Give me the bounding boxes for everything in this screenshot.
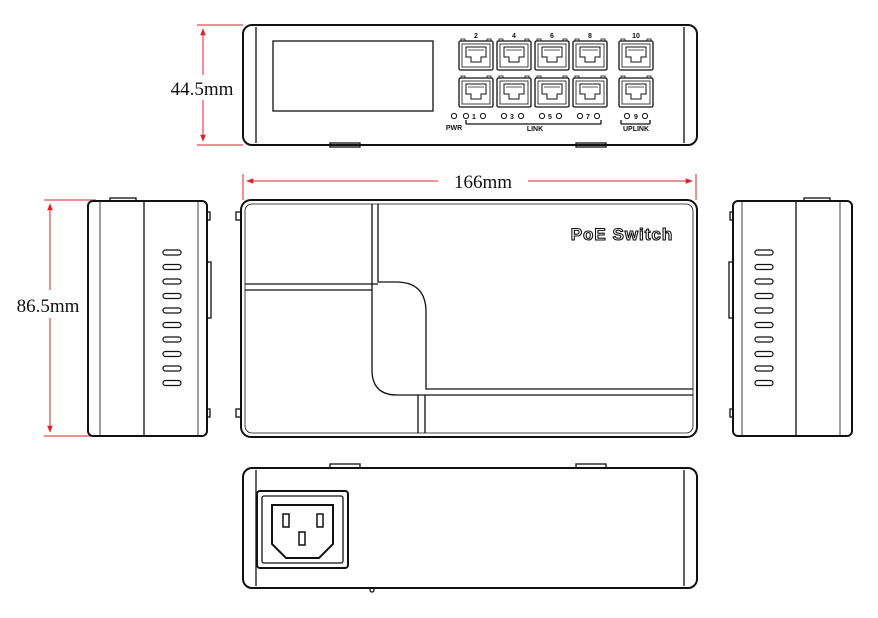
vent-slot bbox=[162, 379, 182, 387]
link-led-6 bbox=[555, 112, 563, 120]
rj45-port-6 bbox=[534, 38, 570, 71]
back-view bbox=[242, 463, 698, 593]
led-group bbox=[450, 112, 649, 120]
vent-slots-left bbox=[162, 249, 182, 387]
front-window bbox=[272, 40, 434, 112]
uplink-led-a bbox=[623, 112, 631, 120]
power-pin-left bbox=[282, 513, 290, 528]
length-dimension-label: 166mm bbox=[454, 172, 512, 193]
back-housing bbox=[242, 467, 698, 589]
vent-slot bbox=[754, 350, 774, 358]
vent-slot bbox=[162, 350, 182, 358]
vent-slot bbox=[754, 321, 774, 329]
right-side-clip bbox=[728, 261, 734, 319]
top-groove-inner bbox=[377, 204, 693, 390]
front-foot-left bbox=[329, 142, 361, 148]
vent-slot bbox=[754, 365, 774, 372]
pwr-led bbox=[450, 112, 458, 120]
vent-slot bbox=[754, 263, 774, 271]
vent-slot bbox=[162, 263, 182, 271]
top-view bbox=[235, 199, 698, 438]
front-view bbox=[242, 24, 698, 148]
vent-slot bbox=[754, 307, 774, 314]
link-led-1 bbox=[462, 112, 470, 120]
uplink-label: UPLINK bbox=[623, 126, 649, 133]
port-number-8: 8 bbox=[588, 33, 592, 40]
led-number-7: 7 bbox=[586, 114, 590, 121]
rj45-port-1 bbox=[458, 75, 494, 108]
rj45-port-10 bbox=[618, 38, 654, 71]
power-pin-right bbox=[316, 513, 324, 528]
vent-slots-right bbox=[754, 249, 774, 387]
link-led-2 bbox=[479, 112, 487, 120]
power-inlet-frame bbox=[256, 490, 349, 569]
link-led-7 bbox=[576, 112, 584, 120]
rj45-port-3 bbox=[496, 75, 532, 108]
vent-slot bbox=[162, 336, 182, 343]
rj45-port-5 bbox=[534, 75, 570, 108]
depth-dimension bbox=[44, 199, 96, 437]
vent-slot bbox=[162, 321, 182, 329]
depth-dimension-label: 86.5mm bbox=[17, 296, 80, 317]
power-inlet-socket bbox=[271, 504, 334, 559]
top-housing bbox=[240, 199, 698, 438]
pwr-label: PWR bbox=[446, 125, 462, 132]
link-led-8 bbox=[593, 112, 601, 120]
link-label: LINK bbox=[527, 126, 543, 133]
right-side-housing bbox=[732, 200, 853, 437]
left-side-view bbox=[87, 197, 212, 437]
led-number-9: 9 bbox=[634, 114, 638, 121]
rj45-port-2 bbox=[458, 38, 494, 71]
vent-slot bbox=[754, 292, 774, 300]
vent-slot bbox=[162, 365, 182, 372]
link-led-3 bbox=[500, 112, 508, 120]
front-foot-right bbox=[575, 142, 607, 148]
left-side-clip bbox=[206, 261, 212, 319]
vent-slot bbox=[162, 307, 182, 314]
front-housing bbox=[242, 24, 698, 146]
product-label: PoE Switch bbox=[571, 225, 674, 244]
length-dimension bbox=[242, 174, 697, 200]
led-number-3: 3 bbox=[510, 114, 514, 121]
power-pin-earth bbox=[298, 531, 306, 546]
front-labels: PWR LINK UPLINK 2 4 6 8 10 1 3 5 7 9 bbox=[446, 33, 649, 133]
right-side-view bbox=[728, 197, 853, 437]
vent-slot bbox=[162, 278, 182, 285]
top-groove-horizontal bbox=[245, 283, 372, 291]
height-dimension-label: 44.5mm bbox=[171, 79, 234, 100]
rj45-port-group bbox=[458, 38, 654, 108]
left-side-housing bbox=[87, 200, 208, 437]
vent-slot bbox=[162, 292, 182, 300]
power-inlet bbox=[256, 490, 349, 569]
top-groove-bottom bbox=[417, 395, 426, 433]
top-groove-outer bbox=[371, 204, 693, 396]
vent-slot bbox=[754, 278, 774, 285]
uplink-led-b bbox=[641, 112, 649, 120]
led-number-1: 1 bbox=[472, 114, 476, 121]
port-number-4: 4 bbox=[512, 33, 516, 40]
link-led-5 bbox=[538, 112, 546, 120]
rj45-port-9 bbox=[618, 75, 654, 108]
vent-slot bbox=[162, 249, 182, 256]
vent-slot bbox=[754, 336, 774, 343]
rj45-port-4 bbox=[496, 38, 532, 71]
port-number-10: 10 bbox=[632, 33, 640, 40]
height-dimension bbox=[197, 24, 243, 146]
vent-slot bbox=[754, 249, 774, 256]
port-number-2: 2 bbox=[474, 33, 478, 40]
rj45-port-7 bbox=[572, 75, 608, 108]
vent-slot bbox=[754, 379, 774, 387]
link-led-4 bbox=[517, 112, 525, 120]
led-number-5: 5 bbox=[548, 114, 552, 121]
port-number-6: 6 bbox=[550, 33, 554, 40]
rj45-port-8 bbox=[572, 38, 608, 71]
